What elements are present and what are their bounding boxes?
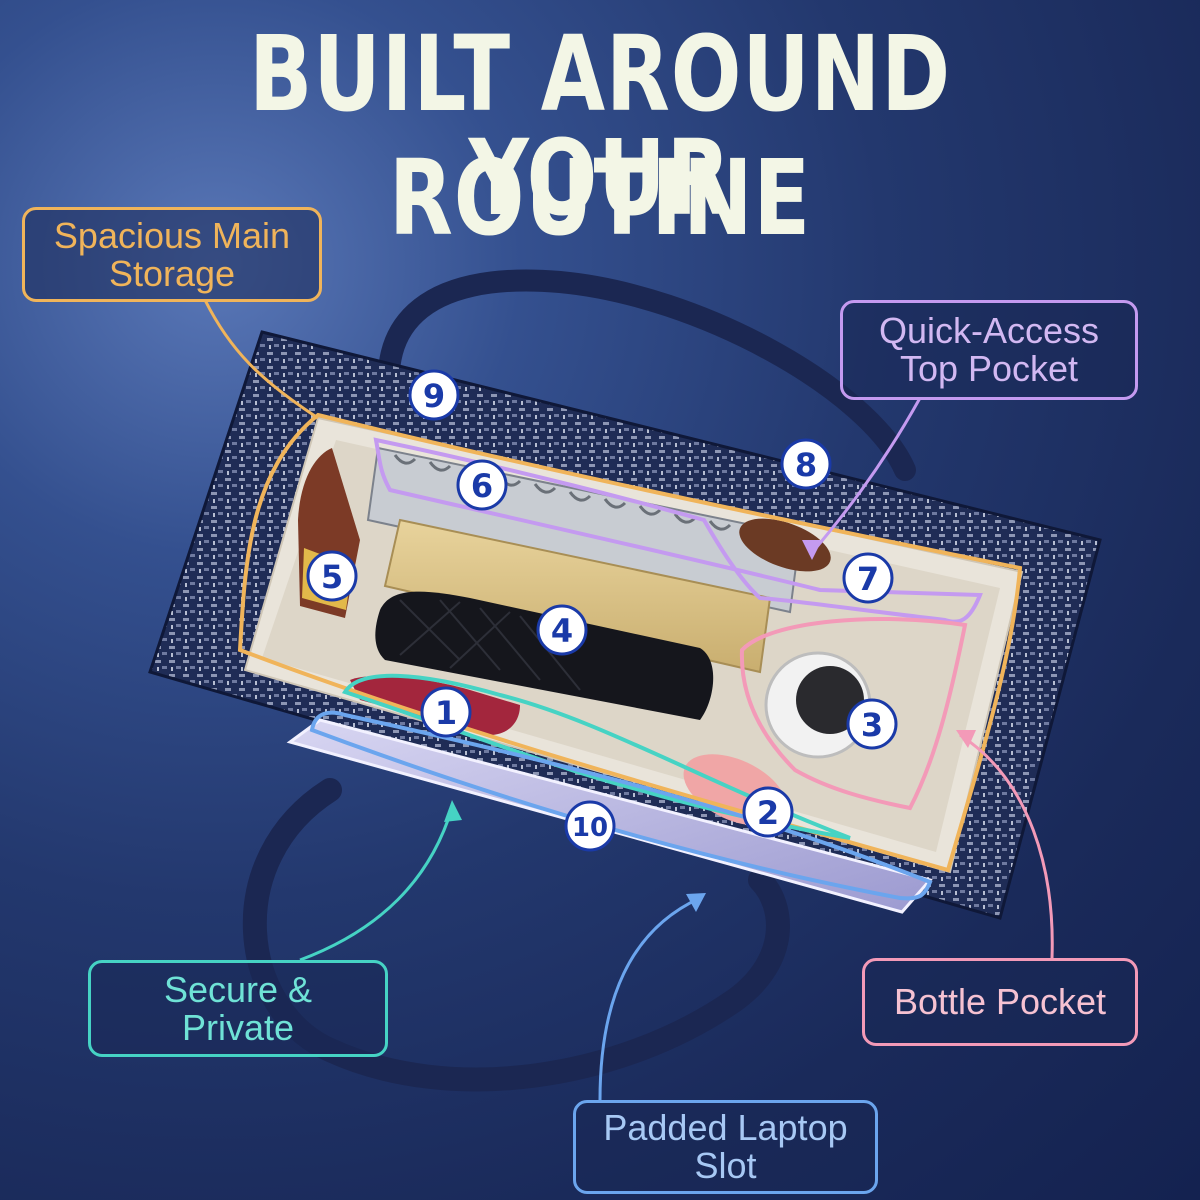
bottom-handle (243, 778, 790, 1092)
marker-8: 8 (780, 438, 832, 490)
svg-text:9: 9 (423, 377, 445, 415)
laptop-leader (598, 896, 701, 1101)
svg-text:1: 1 (435, 694, 457, 732)
main-storage-outline (237, 412, 1023, 873)
callout-bottle-pocket-line1: Bottle Pocket (893, 981, 1107, 1022)
book (383, 518, 772, 674)
marker-7: 7 (842, 552, 894, 604)
svg-text:6: 6 (471, 467, 493, 505)
callout-laptop-line2: Slot (694, 1145, 757, 1186)
bottle-pocket-leader (959, 733, 1054, 959)
marker-4: 4 (536, 604, 588, 656)
svg-text:10: 10 (572, 813, 608, 843)
headline-line-2: ROUTINE (388, 137, 812, 259)
callout-top-pocket: Quick-Access Top Pocket (840, 300, 1138, 400)
top-pocket-leader (808, 397, 922, 556)
headline-line-1: BUILT AROUND YOUR (249, 13, 951, 239)
callout-secure-line2: Private (181, 1006, 295, 1048)
secure-leader (299, 807, 454, 962)
callout-top-pocket-line2: Top Pocket (899, 348, 1079, 389)
marker-3: 3 (846, 698, 898, 750)
marker-5: 5 (306, 550, 358, 602)
top-handle (377, 269, 916, 481)
callout-secure-private: Secure & Private (88, 960, 388, 1057)
callout-laptop-slot: Padded Laptop Slot (573, 1100, 878, 1194)
callout-bottle-pocket: Bottle Pocket (862, 958, 1138, 1046)
callout-main-storage-line1: Spacious Main (53, 214, 291, 256)
small-pouch (739, 518, 831, 572)
top-pocket-outline (373, 437, 983, 624)
svg-text:8: 8 (795, 446, 817, 484)
callout-main-storage-line2: Storage (108, 252, 236, 294)
marker-2: 2 (742, 786, 794, 838)
bottle-pocket-outline (739, 616, 968, 811)
main-storage-leader (203, 299, 319, 420)
callout-main-storage: Spacious Main Storage (22, 207, 322, 302)
callout-laptop-line1: Padded Laptop (603, 1107, 848, 1148)
callout-secure-line1: Secure & (163, 968, 313, 1010)
svg-text:3: 3 (861, 706, 883, 744)
marker-9: 9 (408, 369, 460, 421)
marker-6: 6 (456, 459, 508, 511)
marker-10: 10 (564, 800, 616, 852)
callout-top-pocket-line1: Quick-Access (878, 310, 1100, 351)
svg-text:2: 2 (757, 794, 779, 832)
svg-text:5: 5 (321, 558, 343, 596)
svg-text:4: 4 (551, 612, 573, 650)
svg-text:7: 7 (857, 560, 879, 598)
marker-1: 1 (420, 686, 472, 738)
